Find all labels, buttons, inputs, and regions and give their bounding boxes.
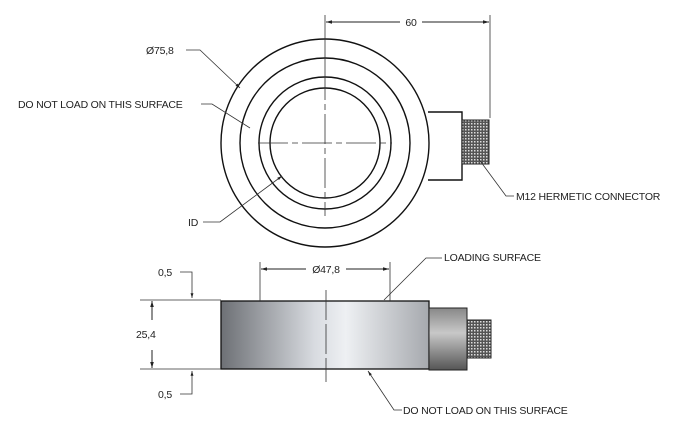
connector-body bbox=[428, 111, 463, 181]
dim-width-label: 60 bbox=[405, 17, 417, 29]
side-view: Ø47,8 LOADING SURFACE 25,4 0,5 0,5 DO NO… bbox=[136, 252, 568, 417]
leader-line bbox=[367, 370, 402, 411]
dim-line bbox=[180, 371, 194, 395]
leader-line bbox=[201, 103, 251, 129]
sensor-body bbox=[220, 300, 430, 370]
connector-body bbox=[428, 307, 468, 371]
dim-line bbox=[180, 271, 194, 298]
note-loading-label: LOADING SURFACE bbox=[444, 252, 541, 264]
note-surface-label: DO NOT LOAD ON THIS SURFACE bbox=[18, 99, 183, 111]
note-connector-label: M12 HERMETIC CONNECTOR bbox=[516, 191, 661, 203]
dim-height-label: 25,4 bbox=[136, 329, 156, 341]
leader-line bbox=[477, 157, 514, 197]
extension-lines bbox=[324, 15, 491, 118]
connector-thread bbox=[466, 319, 492, 359]
extension-lines bbox=[140, 299, 221, 370]
dim-diameter-label: Ø47,8 bbox=[312, 264, 340, 276]
dim-outer-diameter-label: Ø75,8 bbox=[146, 45, 174, 57]
leader-line bbox=[186, 49, 241, 89]
note-surface-label: DO NOT LOAD ON THIS SURFACE bbox=[403, 405, 568, 417]
dim-top-offset-label: 0,5 bbox=[158, 267, 172, 279]
id-label: ID bbox=[188, 217, 199, 229]
leader-line bbox=[383, 257, 442, 301]
connector-thread bbox=[461, 119, 490, 165]
leader-line bbox=[203, 175, 283, 223]
centerline bbox=[258, 70, 392, 216]
top-view: 60 Ø75,8 DO NOT LOAD ON THIS SURFACE ID … bbox=[18, 15, 661, 248]
dim-bottom-offset-label: 0,5 bbox=[158, 389, 172, 401]
